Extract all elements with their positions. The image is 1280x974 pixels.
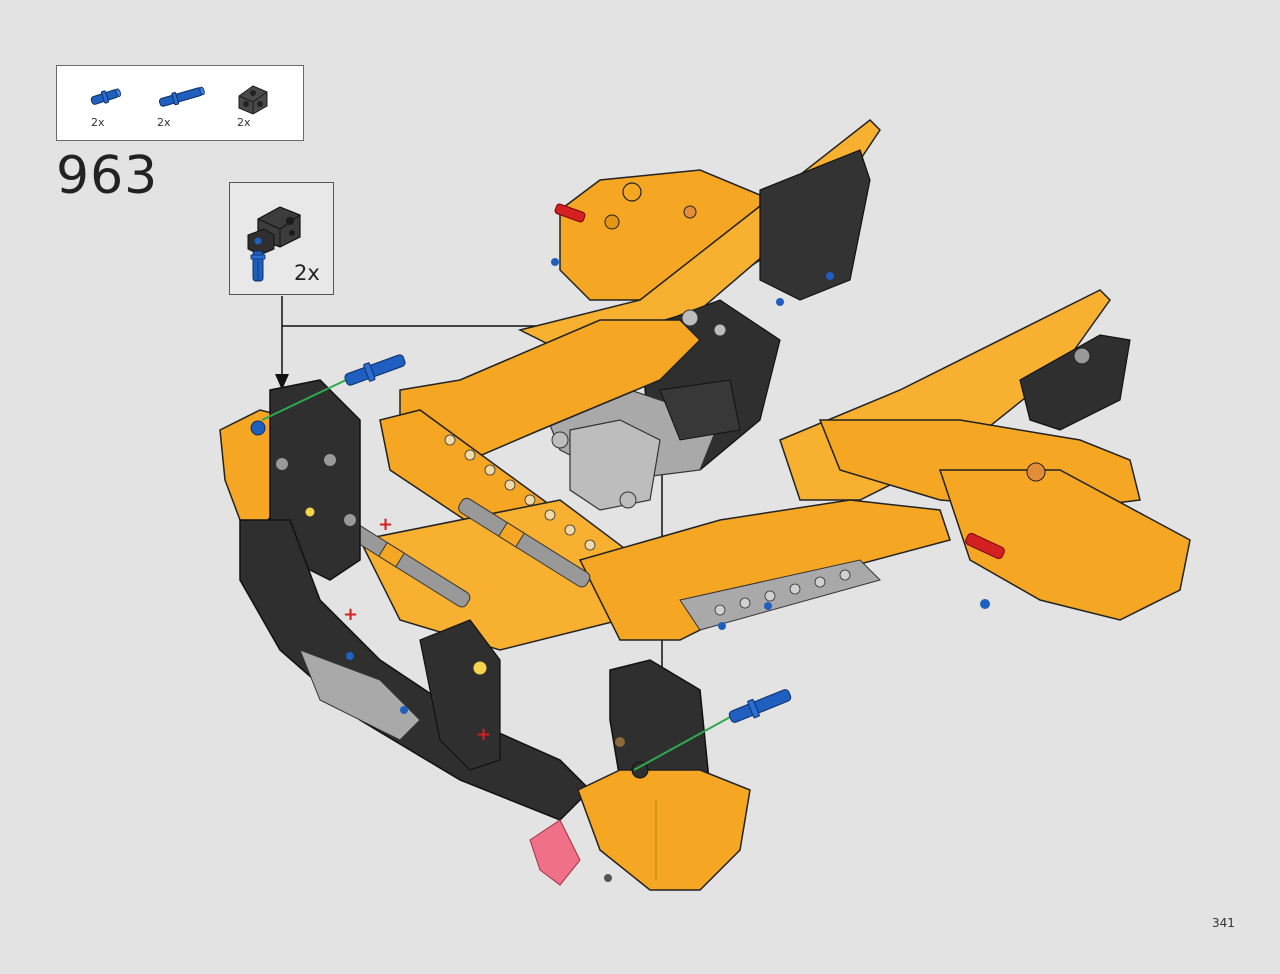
upper-left-beam xyxy=(517,119,881,351)
front-orange-frame xyxy=(358,319,951,651)
connector-with-pin-subassembly-icon xyxy=(247,206,301,282)
subassembly-qty: 2x xyxy=(294,261,320,285)
left-bumper-frame: + + + xyxy=(219,379,592,821)
left-insert-pin xyxy=(261,354,406,421)
svg-text:+: + xyxy=(476,724,491,745)
dark-gray-connector-icon xyxy=(238,85,268,115)
svg-text:+: + xyxy=(378,514,393,535)
parts-qty-2: 2x xyxy=(157,116,171,129)
front-right-bumper xyxy=(529,659,751,891)
arrow-head-left xyxy=(275,374,289,390)
subassembly-callout-box: 2x xyxy=(229,182,334,295)
parts-qty-1: 2x xyxy=(91,116,105,129)
parts-item-2: 2x xyxy=(153,82,209,132)
blue-long-axle-pin-icon xyxy=(158,86,205,107)
shock-absorbers xyxy=(346,497,591,608)
blue-axle-pin-icon xyxy=(90,88,121,105)
parts-qty-3: 2x xyxy=(237,116,251,129)
parts-callout-box: 2x 2x 2x xyxy=(56,65,304,141)
svg-text:+: + xyxy=(343,604,358,625)
page-number: 341 xyxy=(1212,916,1235,930)
step-number: 963 xyxy=(56,146,159,206)
parts-item-3: 2x xyxy=(233,82,289,132)
right-insert-pin xyxy=(633,689,792,771)
parts-item-1: 2x xyxy=(85,82,141,132)
right-side-beam xyxy=(779,289,1191,621)
